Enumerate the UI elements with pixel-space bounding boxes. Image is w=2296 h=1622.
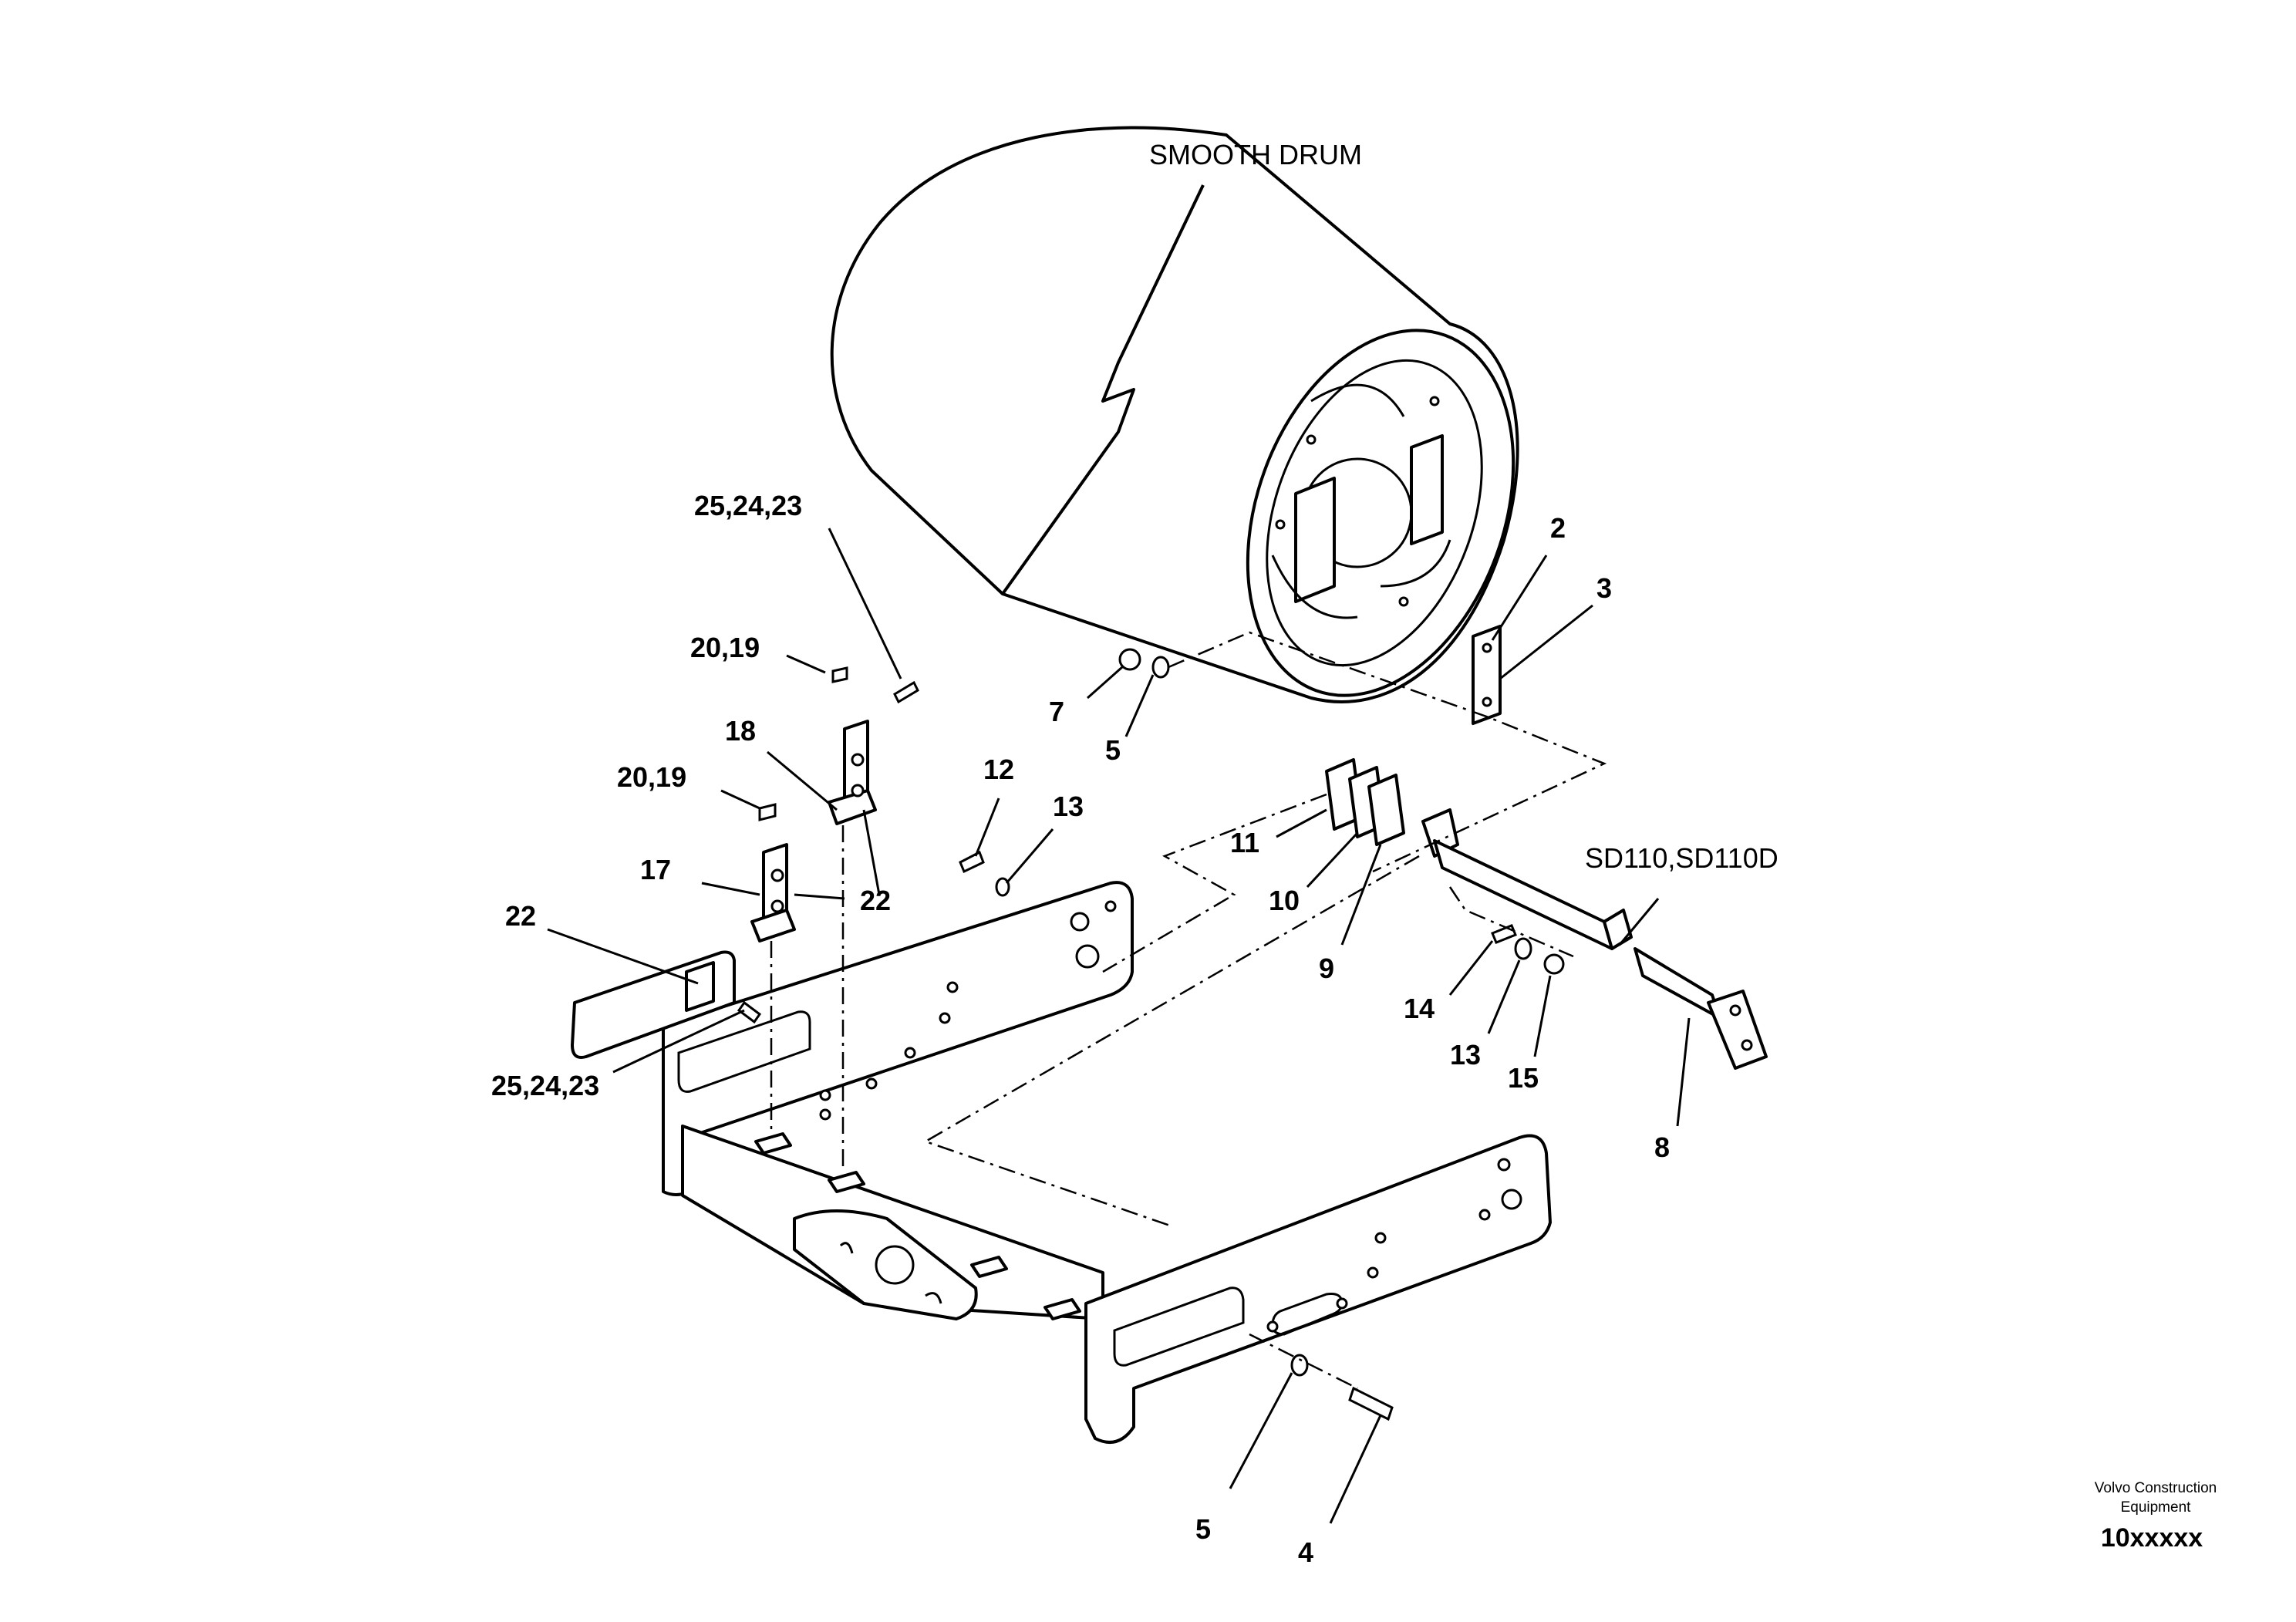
- callout-4: 4: [1298, 1536, 1313, 1568]
- callout-5-bottom: 5: [1195, 1513, 1211, 1545]
- callout-12: 12: [983, 754, 1014, 785]
- callout-17: 17: [640, 854, 671, 885]
- footer: Volvo Construction Equipment 10xxxxx: [2095, 1480, 2217, 1553]
- callout-20-19-top: 20,19: [690, 632, 760, 663]
- drum-adapter-2-3: [1472, 625, 1502, 725]
- bolt-12: [959, 850, 985, 874]
- callout-labels: 25,24,23 20,19 18 20,19 17 22 22 25,24,2…: [491, 490, 1670, 1568]
- hardware-items: [737, 648, 1565, 1421]
- callout-13-right: 13: [1450, 1039, 1481, 1071]
- rubber-pad-22: [571, 950, 736, 1059]
- callout-7: 7: [1049, 696, 1064, 727]
- callout-25-24-23-bottom: 25,24,23: [491, 1070, 599, 1101]
- callout-18: 18: [725, 715, 756, 747]
- company-name-line1: Volvo Construction: [2095, 1480, 2217, 1496]
- washer-5-bottom: [1290, 1354, 1309, 1377]
- bolt-4: [1348, 1386, 1394, 1421]
- nut-15: [1543, 953, 1565, 975]
- washer-13-mid: [995, 877, 1010, 897]
- bolt-25-24-23-top: [893, 680, 919, 704]
- callout-10: 10: [1269, 885, 1300, 916]
- assembly-lines: [770, 631, 1607, 1390]
- bracket-18: [828, 720, 877, 825]
- callout-25-24-23-top: 25,24,23: [694, 490, 802, 521]
- callout-15: 15: [1508, 1062, 1539, 1094]
- callout-5-top: 5: [1105, 734, 1121, 766]
- drum-label: SMOOTH DRUM: [1149, 139, 1362, 170]
- callout-2: 2: [1550, 512, 1566, 544]
- callout-9: 9: [1319, 953, 1334, 984]
- callout-11: 11: [1230, 827, 1259, 858]
- drawing-code: 10xxxxx: [2101, 1523, 2203, 1553]
- model-label: SD110,SD110D: [1585, 842, 1778, 874]
- leader-lines: [547, 528, 1691, 1524]
- washer-13-right: [1514, 937, 1532, 960]
- callout-22-left: 22: [505, 900, 536, 932]
- washer-5-top: [1151, 656, 1170, 679]
- callout-20-19-mid: 20,19: [617, 761, 686, 793]
- callout-22-mid: 22: [860, 885, 891, 916]
- callout-14: 14: [1404, 993, 1435, 1024]
- bolt-14: [1491, 924, 1517, 944]
- callout-8: 8: [1654, 1131, 1670, 1163]
- nut-7: [1118, 648, 1141, 671]
- rubber-elements-9-10-11: [1325, 758, 1405, 846]
- smooth-drum: [830, 126, 1519, 703]
- bracket-17: [750, 843, 796, 943]
- company-name-line2: Equipment: [2121, 1499, 2192, 1516]
- callout-3: 3: [1596, 572, 1612, 604]
- machine-frame: [662, 881, 1552, 1444]
- callout-13-mid: 13: [1053, 791, 1084, 822]
- bolt-20-19-mid: [758, 803, 777, 821]
- bolt-25-24-23-bottom: [737, 1000, 762, 1024]
- bolt-20-19-top: [831, 666, 848, 683]
